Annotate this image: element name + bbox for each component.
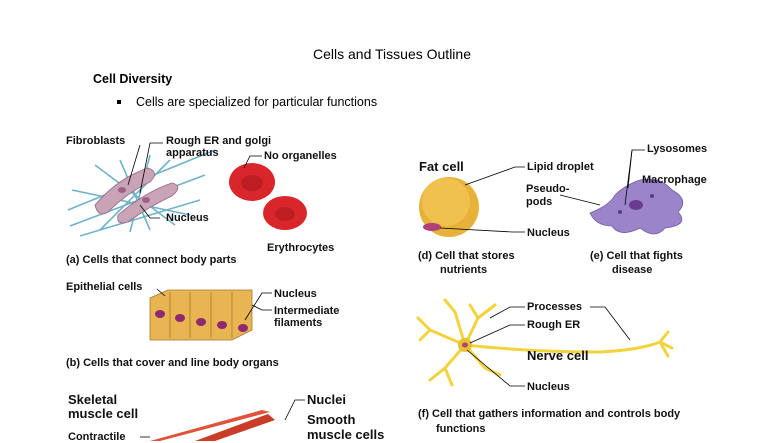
label-pseudopods-2: pods bbox=[526, 196, 553, 208]
label-intermediate-2: filaments bbox=[274, 317, 323, 329]
caption-e: (e) Cell that fights bbox=[590, 250, 683, 262]
muscle-illustration bbox=[140, 399, 305, 441]
label-macrophage: Macrophage bbox=[642, 174, 707, 186]
label-nerve-cell: Nerve cell bbox=[527, 348, 589, 363]
macrophage-illustration bbox=[589, 178, 684, 235]
fibroblast-illustration bbox=[67, 149, 216, 237]
page-title: Cells and Tissues Outline bbox=[313, 46, 471, 62]
caption-e-2: disease bbox=[612, 264, 653, 276]
fat-cell-illustration bbox=[419, 177, 479, 237]
label-nucleus-d: Nucleus bbox=[527, 227, 570, 239]
label-nucleus-b: Nucleus bbox=[274, 288, 317, 300]
caption-d-2: nutrients bbox=[440, 264, 488, 276]
label-fibroblasts: Fibroblasts bbox=[66, 135, 126, 147]
label-rough-er-golgi-2: apparatus bbox=[166, 147, 219, 159]
bullet-icon bbox=[117, 99, 121, 104]
epithelial-illustration bbox=[149, 289, 253, 341]
label-fat-cell: Fat cell bbox=[419, 159, 464, 174]
label-lysosomes: Lysosomes bbox=[647, 143, 708, 155]
caption-b: (b) Cells that cover and line body organ… bbox=[66, 357, 279, 369]
leader-lines-d bbox=[439, 166, 525, 233]
caption-d: (d) Cell that stores bbox=[418, 250, 515, 262]
leader-lines-f bbox=[466, 306, 631, 387]
label-intermediate: Intermediate bbox=[274, 305, 340, 317]
label-smooth: Smooth bbox=[307, 412, 356, 427]
bullet-item: Cells are specialized for particular fun… bbox=[117, 95, 377, 109]
caption-f-2: functions bbox=[436, 423, 486, 435]
label-rough-er-golgi: Rough ER and golgi bbox=[166, 135, 272, 147]
label-skeletal-2: muscle cell bbox=[68, 406, 139, 421]
label-pseudopods: Pseudo- bbox=[526, 183, 570, 195]
label-no-organelles: No organelles bbox=[264, 150, 337, 162]
nerve-cell-illustration bbox=[416, 298, 674, 387]
bullet-text: Cells are specialized for particular fun… bbox=[136, 95, 378, 109]
caption-a: (a) Cells that connect body parts bbox=[66, 254, 237, 266]
section-heading: Cell Diversity bbox=[93, 72, 173, 86]
label-processes: Processes bbox=[527, 301, 583, 313]
label-epithelial: Epithelial cells bbox=[66, 281, 143, 293]
caption-f: (f) Cell that gathers information and co… bbox=[418, 408, 681, 420]
label-nuclei: Nuclei bbox=[307, 392, 347, 407]
label-nucleus-f: Nucleus bbox=[527, 381, 570, 393]
label-lipid-droplet: Lipid droplet bbox=[527, 161, 594, 173]
leader-lines-b bbox=[156, 288, 272, 321]
label-erythrocytes: Erythrocytes bbox=[267, 242, 335, 254]
label-skeletal: Skeletal bbox=[68, 392, 118, 407]
label-smooth-2: muscle cells bbox=[307, 427, 385, 442]
label-contractile: Contractile bbox=[68, 431, 126, 443]
leader-lines-e bbox=[559, 149, 645, 206]
label-rough-er: Rough ER bbox=[527, 319, 581, 331]
erythrocytes-illustration bbox=[229, 163, 307, 230]
leader-lines-a bbox=[127, 142, 262, 219]
label-nucleus-a: Nucleus bbox=[166, 212, 209, 224]
